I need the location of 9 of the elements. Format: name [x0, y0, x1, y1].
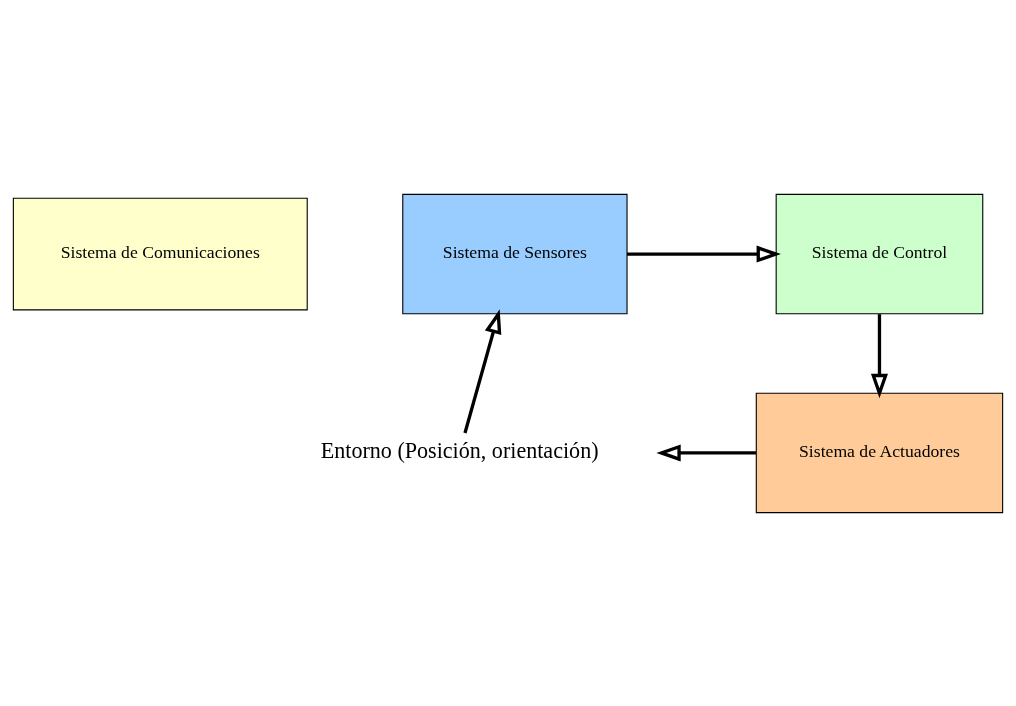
node-box: Sistema de Control — [775, 193, 984, 314]
node-box: Sistema de Sensores — [402, 193, 628, 314]
node-text: Entorno (Posición, orientación) — [320, 437, 599, 463]
arrow — [627, 245, 781, 263]
arrow — [870, 313, 888, 398]
arrow — [463, 308, 502, 433]
node-box: Sistema de Actuadores — [755, 392, 1004, 513]
node-box: Sistema de Comunicaciones — [12, 197, 308, 310]
arrow — [656, 443, 756, 461]
